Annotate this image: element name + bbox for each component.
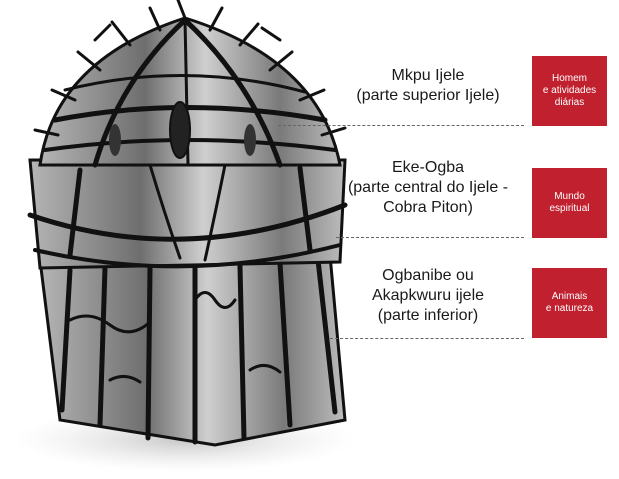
label-bottom-line-3: (parte inferior) xyxy=(328,306,528,326)
badge-bottom: Animais e natureza xyxy=(532,268,607,338)
label-middle: Eke-Ogba (parte central do Ijele - Cobra… xyxy=(328,158,528,218)
label-top-line-2: (parte superior Ijele) xyxy=(328,86,528,106)
badge-top-line-3: diárias xyxy=(543,97,596,109)
label-middle-line-2: (parte central do Ijele - xyxy=(328,178,528,198)
label-top: Mkpu Ijele (parte superior Ijele) xyxy=(328,66,528,106)
label-top-line-1: Mkpu Ijele xyxy=(328,66,528,86)
leader-line-top xyxy=(278,125,524,126)
label-middle-line-3: Cobra Piton) xyxy=(328,198,528,218)
badge-top: Homem e atividades diárias xyxy=(532,56,607,126)
label-bottom-line-2: Akapkwuru ijele xyxy=(328,286,528,306)
badge-middle: Mundo espiritual xyxy=(532,168,607,238)
upper-dome xyxy=(40,18,340,165)
badge-middle-line-1: Mundo xyxy=(549,191,589,203)
label-bottom: Ogbanibe ou Akapkwuru ijele (parte infer… xyxy=(328,266,528,326)
leader-line-middle xyxy=(336,237,524,238)
badge-middle-line-2: espiritual xyxy=(549,203,589,215)
badge-top-line-1: Homem xyxy=(543,73,596,85)
badge-bottom-line-1: Animais xyxy=(546,291,593,303)
label-bottom-line-1: Ogbanibe ou xyxy=(328,266,528,286)
badge-top-line-2: e atividades xyxy=(543,85,596,97)
label-middle-line-1: Eke-Ogba xyxy=(328,158,528,178)
badge-bottom-line-2: e natureza xyxy=(546,303,593,315)
leader-line-bottom xyxy=(330,338,524,339)
